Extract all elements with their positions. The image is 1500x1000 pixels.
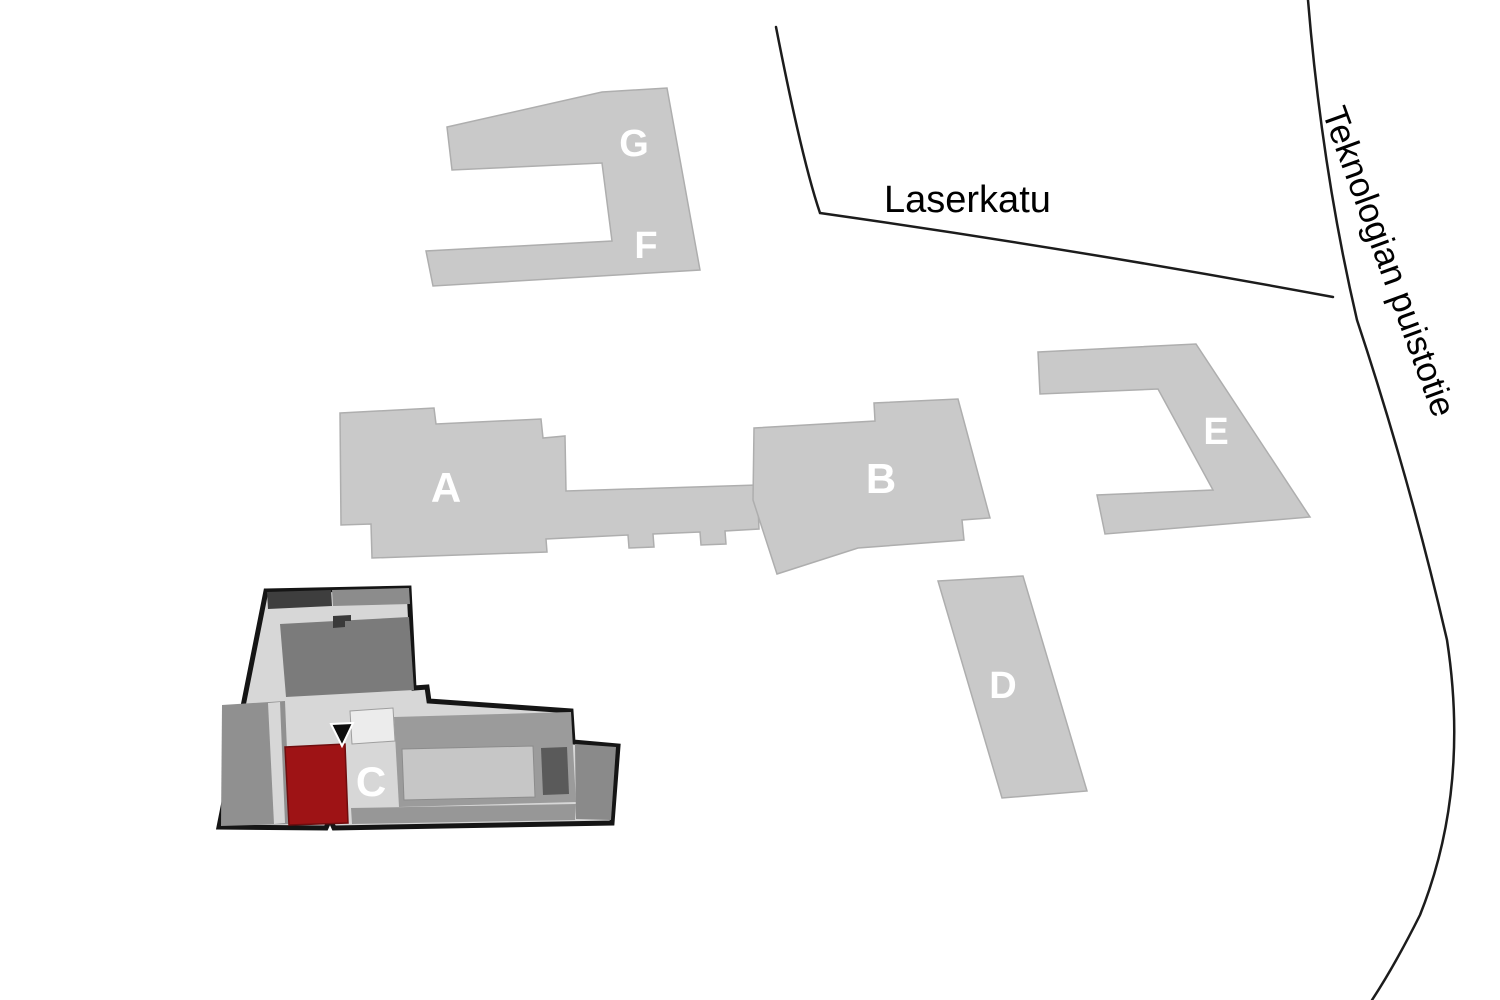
building-c-bottom-strip [351,804,576,824]
building-c-floorplan [215,585,621,831]
building-labels: G F A B D E C [356,123,1229,805]
road-teknologian-puistotie [1306,0,1456,1000]
building-c-left-corridor [268,702,285,824]
building-c-small-room [349,707,396,745]
building-c-lower-room-inner [401,745,536,801]
building-g-f-shape [425,87,701,287]
building-c-wall-detail [333,615,351,628]
building-e-label: E [1203,411,1228,453]
building-f-label: F [634,225,657,267]
building-c-upper-room [280,617,414,697]
highlighted-room [284,743,349,826]
street-label-teknologian-puistotie: Teknologian puistotie [1314,101,1462,422]
building-d-label: D [989,665,1016,707]
buildings [339,87,1312,799]
street-label-laserkatu: Laserkatu [884,179,1051,221]
building-c-lower-room-dark [541,747,569,795]
building-a-shape [339,407,760,559]
road-laserkatu [774,25,1335,299]
building-a-label: A [431,464,461,511]
building-c-top-room [332,588,410,606]
building-b-label: B [866,455,896,502]
roads [774,0,1456,1000]
location-arrow-icon [329,721,355,749]
building-b-shape [752,398,991,575]
building-d-shape [937,575,1088,799]
building-e-shape [1037,343,1312,535]
building-g-label: G [619,123,649,165]
building-c-dark-block [267,590,332,609]
building-c-label: C [356,758,386,805]
building-c-right-band [575,744,616,820]
